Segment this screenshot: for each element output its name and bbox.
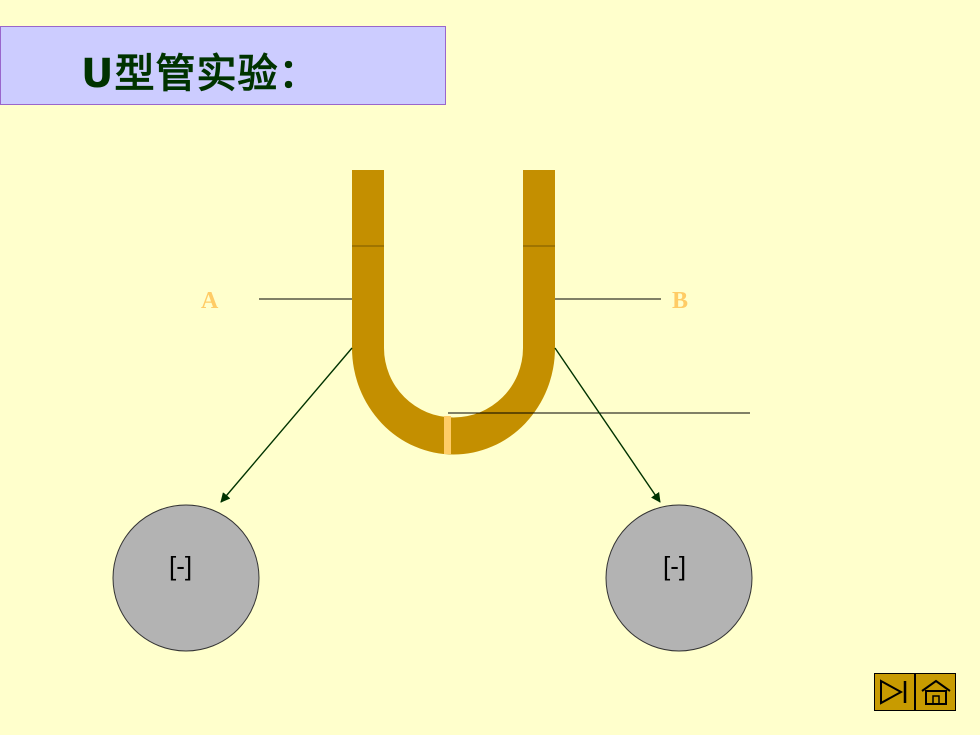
- home-button[interactable]: [915, 673, 956, 711]
- page-title: U型管实验：: [81, 51, 320, 97]
- right-circle-label: [-]: [663, 551, 687, 581]
- next-button[interactable]: [874, 673, 915, 711]
- left-circle-label: [-]: [169, 551, 193, 581]
- label-b: B: [672, 288, 689, 314]
- nav-buttons: [874, 673, 956, 711]
- left-arrow: [220, 347, 353, 503]
- u-tube: [352, 170, 555, 455]
- home-icon: [920, 679, 951, 705]
- right-arrow: [554, 347, 661, 503]
- label-a: A: [201, 288, 219, 314]
- title-box: U型管实验：: [0, 26, 446, 105]
- play-next-icon: [879, 679, 906, 705]
- bottom-marker: [444, 416, 451, 454]
- right-circle: [605, 504, 753, 652]
- left-circle: [112, 504, 260, 652]
